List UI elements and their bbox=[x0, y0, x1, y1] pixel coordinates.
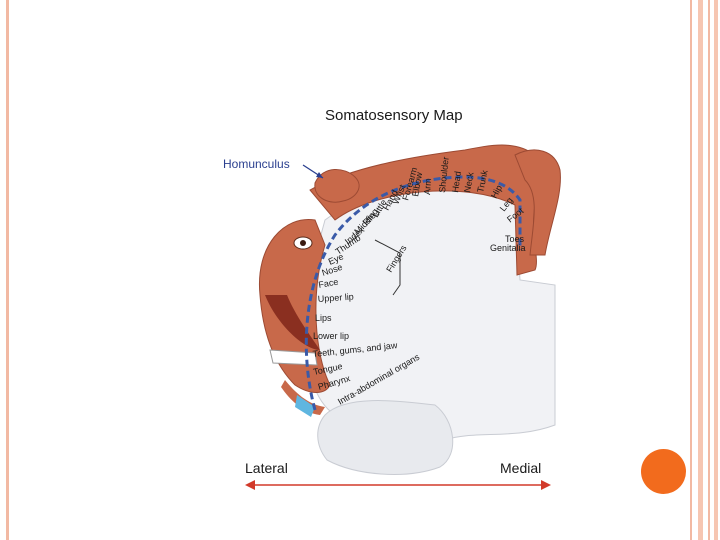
diagram-svg: Somatosensory Map Homunculus HipLegFootT… bbox=[215, 95, 565, 495]
homunculus-label: Homunculus bbox=[223, 157, 290, 171]
slide-accent-dot bbox=[641, 449, 686, 494]
body-part-label: Lips bbox=[315, 313, 332, 323]
frame-line-right bbox=[690, 0, 692, 540]
axis-arrow-left bbox=[245, 480, 255, 490]
brain-lower-lobe bbox=[318, 401, 453, 475]
body-part-label: Arm bbox=[422, 178, 433, 195]
medial-label: Medial bbox=[500, 460, 541, 476]
body-part-label: Lower lip bbox=[313, 331, 349, 341]
homunculus-teeth bbox=[270, 350, 317, 365]
lateral-label: Lateral bbox=[245, 460, 288, 476]
body-part-label: Genitalia bbox=[490, 243, 526, 253]
frame-line-right bbox=[698, 0, 703, 540]
frame-line-right bbox=[708, 0, 710, 540]
axis-arrow-right bbox=[541, 480, 551, 490]
frame-line-left bbox=[6, 0, 9, 540]
diagram-title: Somatosensory Map bbox=[325, 107, 463, 124]
homunculus-hand bbox=[315, 169, 359, 202]
frame-line-right bbox=[714, 0, 718, 540]
homunculus-pupil bbox=[300, 240, 306, 246]
